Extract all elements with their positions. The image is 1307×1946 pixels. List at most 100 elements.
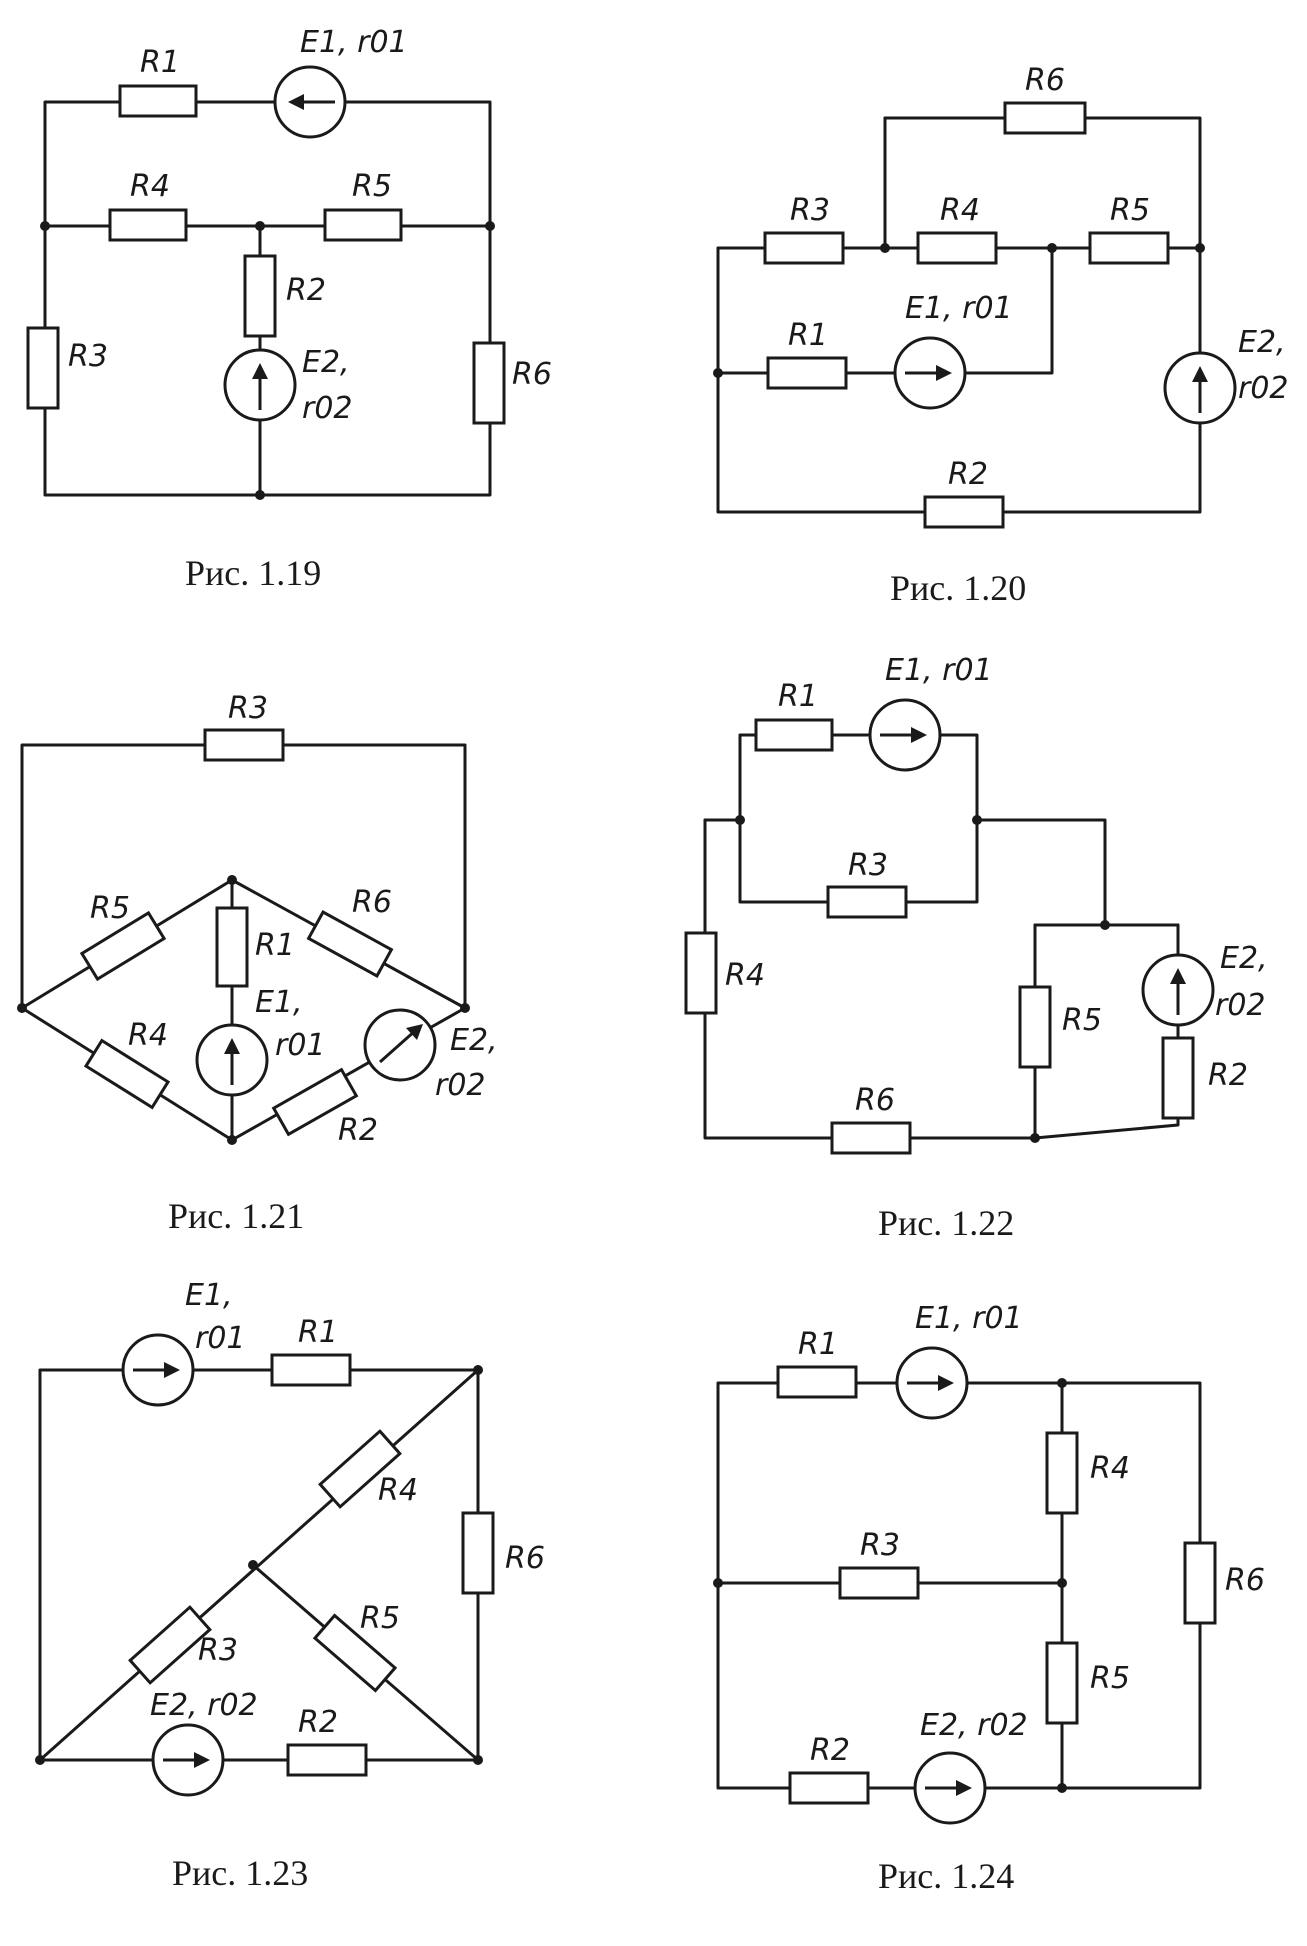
resistor-r5	[1045, 1641, 1079, 1725]
label-r4: R4	[128, 1018, 168, 1053]
figure-1-20: R6 R3 R4 R5 R1 E1, r01 E2, r02 R2 Рис. 1…	[713, 63, 1289, 608]
label-e2: E2, r02	[150, 1688, 258, 1723]
label-r4: R4	[378, 1473, 418, 1508]
label-r2: R2	[298, 1705, 338, 1740]
node	[227, 1135, 237, 1145]
label-e2: E2, r02	[920, 1708, 1028, 1743]
source-e1	[893, 336, 967, 410]
node	[1057, 1378, 1067, 1388]
label-e2: E2,	[450, 1023, 498, 1058]
resistor-r4	[916, 231, 998, 265]
resistor-r2	[243, 254, 277, 338]
resistor-r6	[306, 910, 394, 978]
resistor-r5	[1018, 985, 1052, 1069]
resistor-r5	[323, 208, 403, 242]
node	[1030, 1133, 1040, 1143]
resistor-r1	[270, 1353, 352, 1387]
label-r6: R6	[512, 357, 552, 392]
node	[40, 221, 50, 231]
resistor-r4	[108, 208, 188, 242]
label-r1: R1	[298, 1315, 338, 1350]
resistor-r1	[766, 356, 848, 390]
label-r5: R5	[1090, 1661, 1130, 1696]
label-r5: R5	[360, 1601, 400, 1636]
resistor-r1	[215, 906, 249, 988]
node	[248, 1560, 258, 1570]
resistor-r4	[1045, 1431, 1079, 1515]
label-e1: E1, r01	[905, 291, 1013, 326]
figure-1-22: R1 E1, r01 R3 R4 R5 E2, r02 R2 R6 Рис. 1…	[684, 653, 1268, 1243]
node	[735, 815, 745, 825]
node	[473, 1755, 483, 1765]
resistor-r3	[26, 326, 60, 410]
label-r1: R1	[788, 318, 828, 353]
label-e1: E1, r01	[300, 25, 408, 60]
resistor-r2	[271, 1067, 359, 1137]
resistor-r6	[830, 1121, 912, 1155]
resistor-r5	[1088, 231, 1170, 265]
label-r6: R6	[1225, 1563, 1265, 1598]
label-r3: R3	[860, 1528, 900, 1563]
source-e1	[868, 698, 942, 772]
label-e1: E1,	[185, 1278, 233, 1313]
resistor-r3	[838, 1566, 920, 1600]
label-r6: R6	[352, 885, 392, 920]
node	[255, 221, 265, 231]
label-r3: R3	[68, 339, 108, 374]
resistor-r3	[763, 231, 845, 265]
resistor-r2	[1161, 1036, 1195, 1120]
node	[35, 1755, 45, 1765]
node	[1100, 920, 1110, 930]
figure-caption: Рис. 1.19	[185, 553, 321, 593]
node	[460, 1003, 470, 1013]
figure-caption: Рис. 1.22	[878, 1203, 1014, 1243]
label-r4: R4	[130, 169, 170, 204]
source-e2	[913, 1751, 987, 1825]
label-r4: R4	[940, 193, 980, 228]
label-e1: E1, r01	[915, 1301, 1023, 1336]
figure-caption: Рис. 1.23	[172, 1853, 308, 1893]
label-r5: R5	[1062, 1003, 1102, 1038]
node	[473, 1365, 483, 1375]
node	[1057, 1578, 1067, 1588]
label-r02: r02	[435, 1068, 486, 1103]
label-r01: r01	[195, 1321, 246, 1356]
resistor-r3	[826, 885, 908, 919]
label-r1: R1	[778, 679, 818, 714]
label-r02: r02	[1238, 371, 1289, 406]
figure-1-23: E1, r01 R1 R4 R6 R3 R5 E2, r02 R2 Рис. 1…	[35, 1278, 545, 1893]
source-e1	[895, 1346, 969, 1420]
resistor-r2	[788, 1771, 870, 1805]
figure-1-19: R1 E1, r01 R4 R5 R2 R3 E2, r02 R6 Рис. 1…	[26, 25, 552, 593]
label-r5: R5	[1110, 193, 1150, 228]
resistor-r6	[1003, 101, 1087, 135]
resistor-r6	[472, 341, 506, 425]
wires-1-22	[703, 733, 1180, 1140]
figure-1-24: R1 E1, r01 R4 R3 R6 R5 R2 E2, r02 Рис. 1…	[713, 1301, 1265, 1896]
label-r3: R3	[228, 691, 268, 726]
resistor-r2	[923, 495, 1005, 529]
label-e1: E1, r01	[885, 653, 993, 688]
label-r6: R6	[1025, 63, 1065, 98]
label-r4: R4	[725, 958, 765, 993]
label-r2: R2	[810, 1733, 850, 1768]
label-r2: R2	[286, 273, 326, 308]
node	[713, 1578, 723, 1588]
resistor-r5	[312, 1613, 398, 1693]
resistor-r4	[684, 931, 718, 1015]
label-r3: R3	[790, 193, 830, 228]
label-e2: E2,	[1220, 941, 1268, 976]
label-r02: r02	[1215, 988, 1266, 1023]
label-r3: R3	[848, 848, 888, 883]
label-r1: R1	[255, 928, 295, 963]
resistor-r1	[754, 718, 834, 752]
resistor-r4	[318, 1429, 402, 1509]
source-e1	[121, 1333, 195, 1407]
resistor-r1	[776, 1365, 858, 1399]
node	[1057, 1783, 1067, 1793]
resistor-r1	[118, 84, 198, 118]
figure-1-21: R3 R5 R6 R1 E1, r01 R4 E2, r02 R2 Рис. 1…	[17, 691, 498, 1236]
label-e2: E2,	[1238, 325, 1286, 360]
node	[485, 221, 495, 231]
label-e1: E1,	[255, 985, 303, 1020]
